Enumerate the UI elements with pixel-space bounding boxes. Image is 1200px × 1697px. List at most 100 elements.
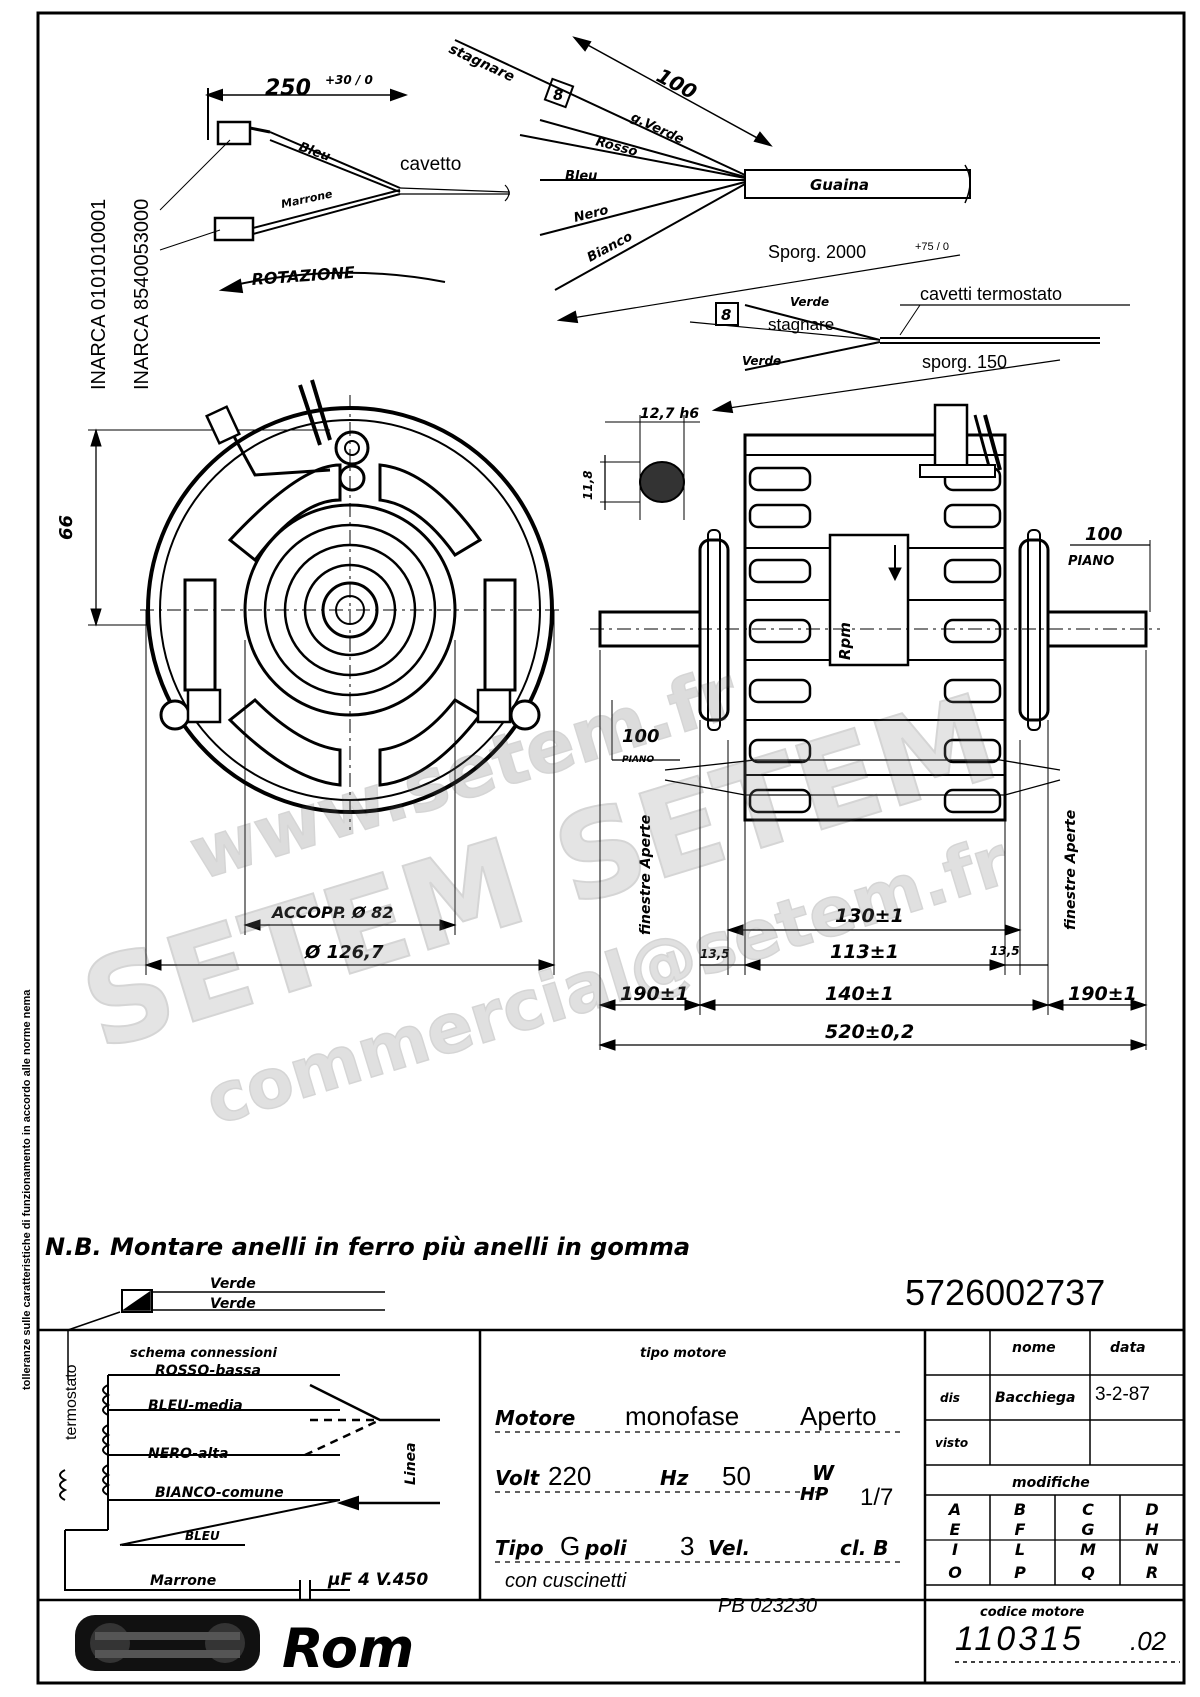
revision-letters: A E I O B F L P C G M Q D H N R xyxy=(947,1500,1160,1582)
thermo-verde-top: Verde xyxy=(790,295,829,309)
tb-codice: 110315 xyxy=(955,1620,1084,1658)
motor-tipo-lbl: Tipo xyxy=(495,1536,544,1560)
dim-130-label: 130±1 xyxy=(835,905,904,927)
tb-data: data xyxy=(1110,1340,1146,1356)
title-block-frame xyxy=(38,1328,1184,1683)
dim-190-left-label: 190±1 xyxy=(620,983,689,1005)
schema-cap: μF 4 V.450 xyxy=(327,1570,428,1590)
motor-cl-lbl: cl. B xyxy=(840,1536,889,1560)
schema-bianco: BIANCO-comune xyxy=(155,1485,284,1501)
motor-line1-c: Aperto xyxy=(800,1401,877,1431)
front-view xyxy=(88,379,560,975)
thermo-strip-len: 8 xyxy=(721,306,731,324)
schema-rosso: ROSSO-bassa xyxy=(155,1363,261,1379)
tb-dis-name: Bacchiega xyxy=(995,1390,1075,1406)
thermo-box-verde-2: Verde xyxy=(210,1296,256,1312)
length-dim-label: 250 xyxy=(265,76,311,101)
rom-logo-brand: Rom xyxy=(282,1617,414,1680)
schema-bleu: BLEU-media xyxy=(148,1398,243,1414)
piano-left-lbl: PIANO xyxy=(622,755,654,765)
sporg-main-label: Sporg. 2000 xyxy=(768,242,866,262)
piano-right-lbl: PIANO xyxy=(1068,554,1114,569)
schema-title: schema connessioni xyxy=(130,1346,277,1361)
rotation-label: ROTAZIONE xyxy=(251,263,356,289)
svg-text:M: M xyxy=(1080,1540,1096,1559)
schema-nero: NERO-alta xyxy=(148,1446,228,1462)
wire-label-marrone-left: Marrone xyxy=(280,187,334,211)
motor-hp: 1/7 xyxy=(860,1484,893,1511)
svg-text:N: N xyxy=(1145,1540,1159,1559)
motor-w-lbl: W xyxy=(812,1461,835,1485)
thermo-stagnare: stagnare xyxy=(768,315,834,334)
motor-pb: PB 023230 xyxy=(718,1595,817,1617)
motor-type-header: tipo motore xyxy=(640,1346,726,1361)
piano-left-val: 100 xyxy=(622,726,660,747)
piano-right-val: 100 xyxy=(1085,524,1123,545)
svg-text:F: F xyxy=(1015,1520,1026,1539)
motor-hz-lbl: Hz xyxy=(660,1466,689,1490)
svg-text:O: O xyxy=(948,1563,962,1582)
thermo-sporg-label: sporg. 150 xyxy=(922,352,1007,372)
motor-line1-a: Motore xyxy=(495,1406,575,1430)
finestre-right-label: finestre Aperte xyxy=(1063,810,1079,930)
wiring-top-left xyxy=(159,88,511,294)
svg-text:A: A xyxy=(947,1500,961,1519)
dim-140-label: 140±1 xyxy=(825,983,894,1005)
shaft-dim-label: 12,7 h6 xyxy=(640,406,699,422)
svg-text:H: H xyxy=(1145,1520,1159,1539)
motor-volt-lbl: Volt xyxy=(495,1466,541,1490)
tb-date: 3-2-87 xyxy=(1095,1384,1150,1405)
rpm-label: Rpm xyxy=(836,622,854,660)
motor-poli: 3 xyxy=(680,1531,694,1561)
thermo-cavetti-label: cavetti termostato xyxy=(920,284,1062,304)
motor-hz: 50 xyxy=(722,1461,751,1491)
svg-text:P: P xyxy=(1014,1563,1026,1582)
flat-dim-label: 11,8 xyxy=(581,470,595,500)
motor-vel-lbl: Vel. xyxy=(708,1536,750,1560)
svg-text:R: R xyxy=(1146,1563,1158,1582)
inarca-label-1: INARCA 0101010001 xyxy=(88,199,110,390)
dim-190-right-label: 190±1 xyxy=(1068,983,1137,1005)
termostato-label: termostato xyxy=(63,1364,80,1440)
part-number: 5726002737 xyxy=(905,1272,1105,1313)
note-line: N.B. Montare anelli in ferro più anelli … xyxy=(45,1233,690,1261)
front-dim-66: 66 xyxy=(56,515,77,540)
tb-visto: visto xyxy=(935,1436,968,1450)
schema-marrone: Marrone xyxy=(150,1573,216,1589)
motor-hp-lbl: HP xyxy=(800,1484,828,1505)
sporg-main-tol: +75 / 0 xyxy=(915,241,949,253)
strip-len-label: 8 xyxy=(553,86,563,104)
wire-label-bleu: Bleu xyxy=(565,169,597,184)
side-view xyxy=(590,403,1160,1051)
dim-113-label: 113±1 xyxy=(830,941,899,963)
tb-codice-lbl: codice motore xyxy=(980,1605,1084,1620)
motor-tipo: G xyxy=(560,1531,580,1561)
length-dim-tolerance: +30 / 0 xyxy=(325,73,373,87)
nema-side-note: tolleranze sulle caratteristiche di funz… xyxy=(21,989,33,1390)
front-accopp-label: ACCOPP. Ø 82 xyxy=(270,903,393,922)
motor-poli-lbl: poli xyxy=(584,1536,628,1560)
thermostat-symbol xyxy=(67,1289,385,1380)
motor-line1-b: monofase xyxy=(625,1401,739,1431)
dim-100-top: 100 xyxy=(653,63,701,104)
guaina-label: Guaina xyxy=(810,176,869,194)
inarca-label-2: INARCA 8540053000 xyxy=(131,199,153,390)
wire-label-rosso: Rosso xyxy=(594,134,639,160)
svg-text:E: E xyxy=(950,1520,961,1539)
rom-logo xyxy=(75,1615,260,1671)
front-diameter-label: Ø 126,7 xyxy=(304,942,384,963)
svg-text:Q: Q xyxy=(1081,1563,1095,1582)
svg-text:B: B xyxy=(1014,1500,1026,1519)
thermostat-wires xyxy=(689,302,1130,414)
motor-bearing: con cuscinetti xyxy=(505,1570,627,1592)
motor-volt: 220 xyxy=(548,1461,591,1491)
tb-modifiche: modifiche xyxy=(1012,1475,1090,1491)
svg-text:D: D xyxy=(1145,1500,1158,1519)
wire-label-bleu-left: Bleu xyxy=(297,140,333,165)
svg-text:L: L xyxy=(1015,1540,1025,1559)
schema-wiring xyxy=(59,1374,440,1600)
dim-13-5-left: 13,5 xyxy=(700,947,730,961)
thermo-box-verde-1: Verde xyxy=(210,1276,256,1292)
tb-nome: nome xyxy=(1012,1340,1056,1356)
